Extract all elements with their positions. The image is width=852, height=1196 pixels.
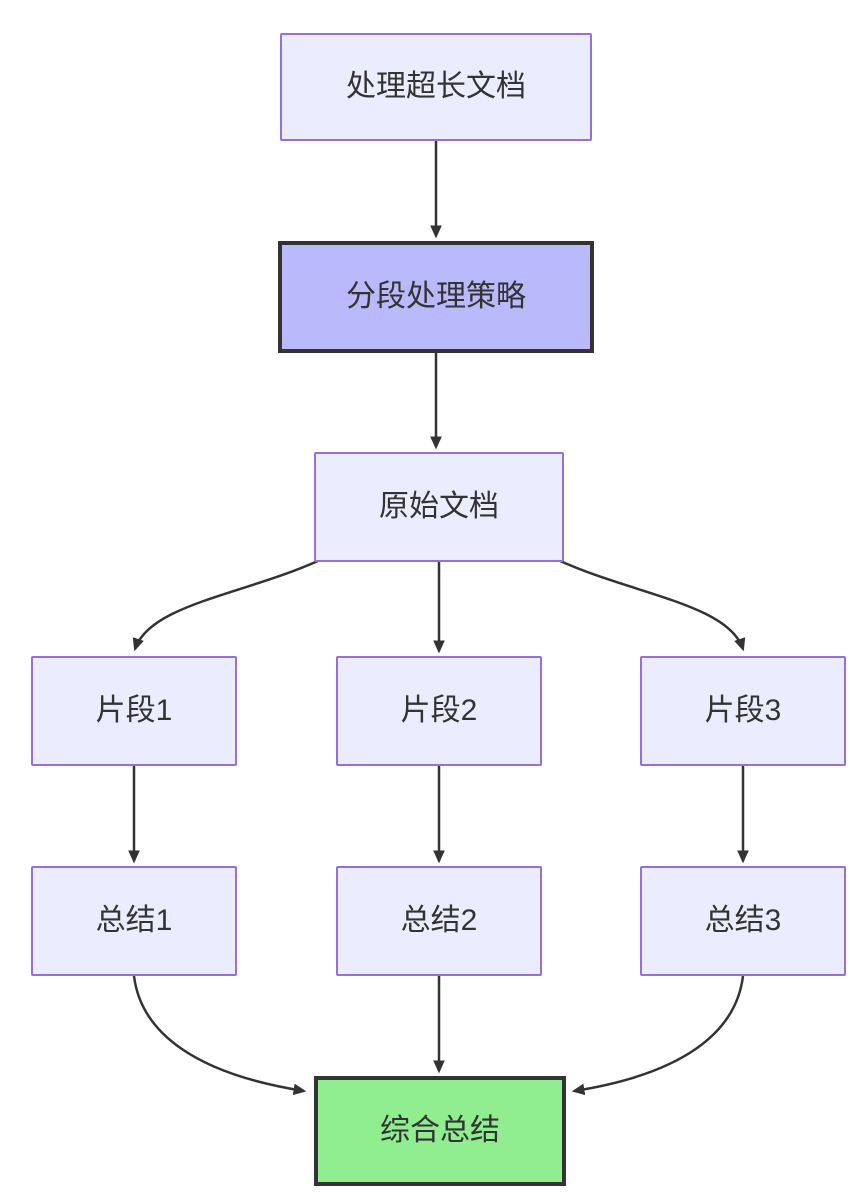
node-label: 片段1 — [95, 694, 173, 727]
node-label: 总结1 — [95, 904, 173, 937]
node-fragment-1: 片段1 — [31, 656, 237, 766]
node-label: 总结3 — [704, 904, 782, 937]
edge-summary-3-to-final — [571, 975, 745, 1096]
node-label: 片段2 — [400, 694, 478, 727]
node-label: 分段处理策略 — [346, 280, 526, 313]
node-label: 原始文档 — [379, 490, 499, 523]
edge-original-to-fragment-1 — [132, 558, 321, 652]
node-summary-3: 总结3 — [640, 866, 846, 976]
node-summary-2: 总结2 — [336, 866, 542, 976]
edge-original-to-fragment-3 — [557, 558, 746, 652]
node-label: 总结2 — [400, 904, 478, 937]
node-label: 片段3 — [704, 694, 782, 727]
node-summary-1: 总结1 — [31, 866, 237, 976]
node-fragment-2: 片段2 — [336, 656, 542, 766]
node-label: 处理超长文档 — [346, 70, 526, 103]
node-fragment-3: 片段3 — [640, 656, 846, 766]
node-original-doc: 原始文档 — [314, 452, 564, 562]
edge-summary-1-to-final — [132, 975, 307, 1096]
node-label: 综合总结 — [380, 1114, 500, 1147]
node-process-long-doc: 处理超长文档 — [280, 33, 592, 141]
node-segmented-strategy: 分段处理策略 — [278, 241, 594, 353]
node-final-summary: 综合总结 — [314, 1076, 566, 1186]
